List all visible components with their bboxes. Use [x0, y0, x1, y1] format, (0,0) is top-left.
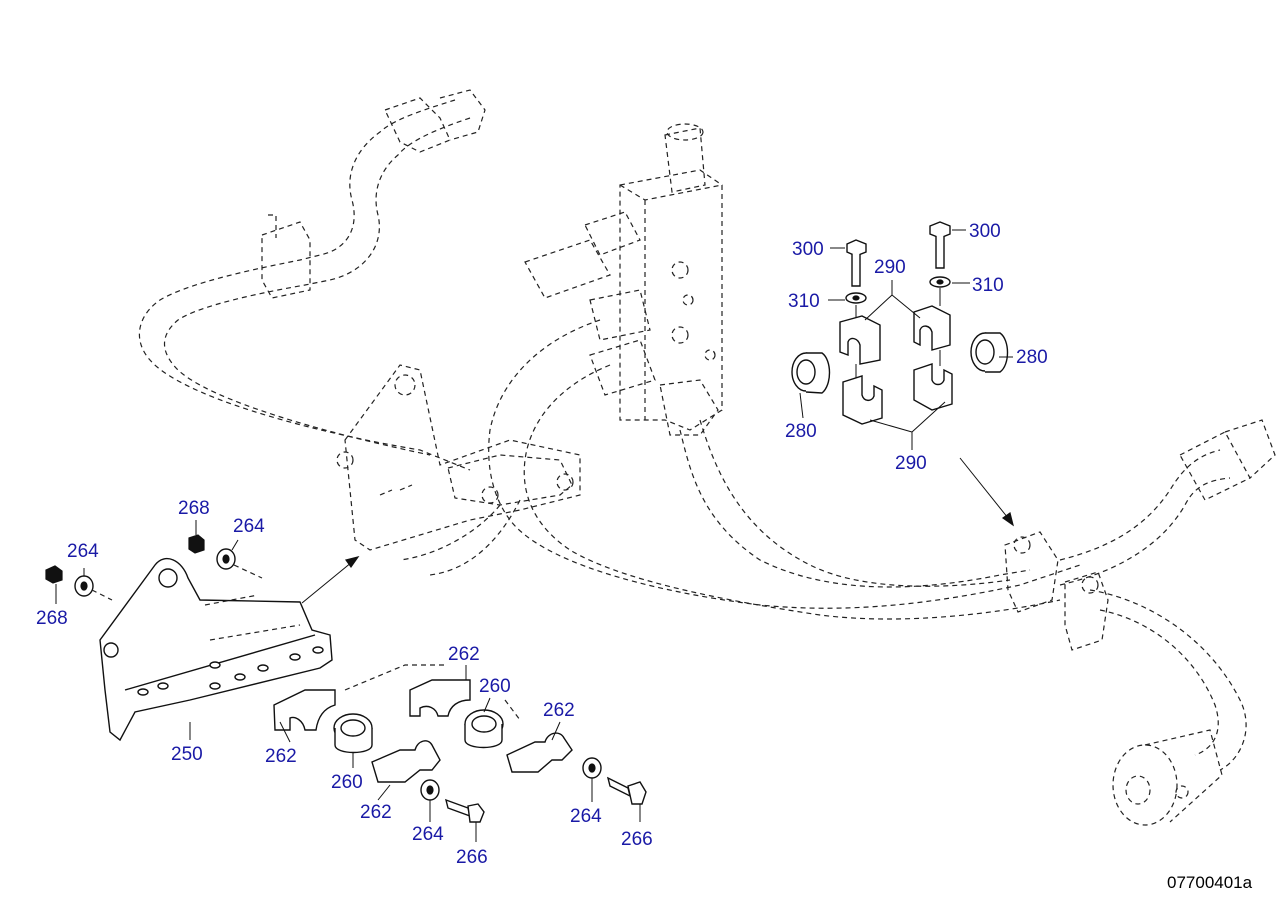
callout-268-lower: 268 [36, 608, 68, 629]
callout-264-upper: 264 [233, 516, 265, 537]
callout-262-left: 262 [265, 746, 297, 767]
callout-300-right: 300 [969, 221, 1001, 242]
bracket-250 [99, 557, 333, 742]
callout-266-left: 266 [456, 847, 488, 868]
callout-260-left: 260 [331, 772, 363, 793]
callout-264-bottom: 264 [412, 824, 444, 845]
callout-310-left: 310 [788, 291, 820, 312]
callout-numbers: 300 300 290 290 310 310 280 280 268 268 … [36, 221, 1048, 868]
hose-assembly-dashed [138, 89, 1276, 826]
callout-264-right: 264 [570, 806, 602, 827]
nut-washer-left [45, 565, 113, 604]
nut-washer-upper [188, 520, 263, 579]
callout-268-upper: 268 [178, 498, 210, 519]
callout-264-left: 264 [67, 541, 99, 562]
callout-262-right: 262 [543, 700, 575, 721]
drawing-number: 07700401a [1167, 873, 1253, 892]
callout-262-bottom: 262 [360, 802, 392, 823]
callout-280-left: 280 [785, 421, 817, 442]
clamp-set-left [273, 664, 573, 783]
callout-310-right: 310 [972, 275, 1004, 296]
callout-266-right: 266 [621, 829, 653, 850]
callout-290-top: 290 [874, 257, 906, 278]
callout-262-top: 262 [448, 644, 480, 665]
callout-250: 250 [171, 744, 203, 765]
reference-arrows [301, 457, 1014, 604]
callout-290-bottom: 290 [895, 453, 927, 474]
callout-260-right: 260 [479, 676, 511, 697]
leader-lines [83, 229, 1013, 842]
callout-280-right: 280 [1016, 347, 1048, 368]
clamp-set-right [791, 221, 1009, 425]
callout-300-left: 300 [792, 239, 824, 260]
